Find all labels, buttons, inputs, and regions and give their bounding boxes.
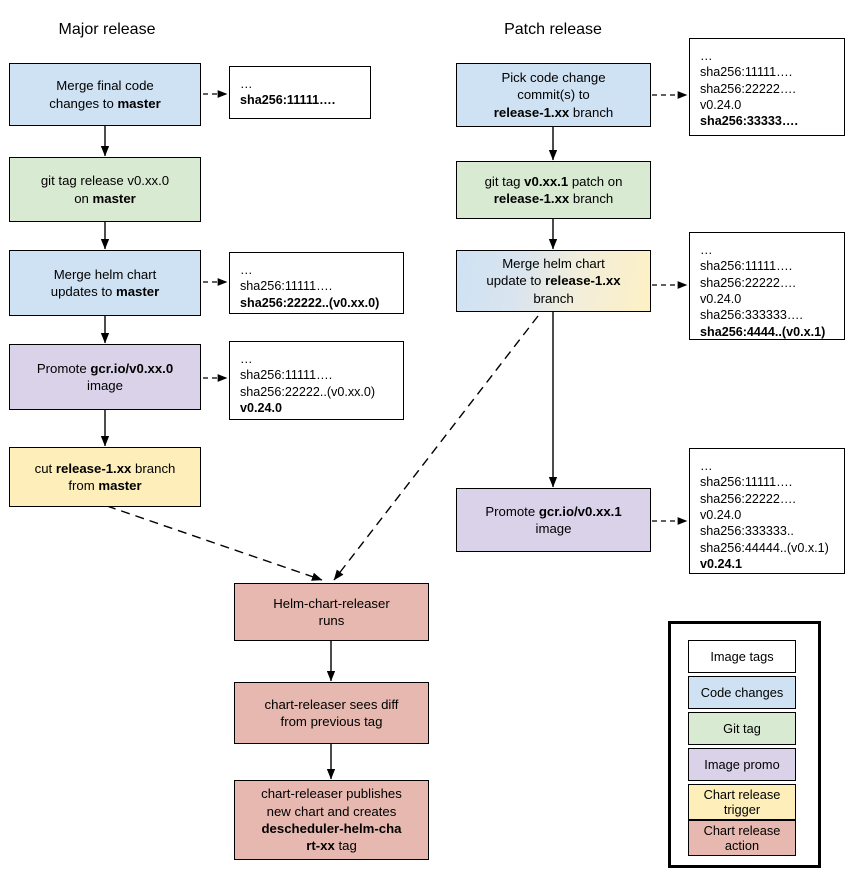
tag-line: sha256:11111…. — [700, 259, 793, 274]
legend-item-code-changes[interactable]: Code changes — [688, 676, 796, 709]
legend-item-label: Chart release trigger — [703, 786, 781, 817]
tag-line: … — [240, 352, 254, 366]
tag-line: sha256:11111…. — [240, 279, 333, 294]
tag-line: sha256:333333.. — [700, 524, 794, 539]
tag-line: v0.24.0 — [700, 292, 742, 307]
tag-line: sha256:22222…. — [700, 275, 796, 290]
tag-line: sha256:11111…. — [240, 368, 333, 383]
tag-line: sha256:22222…. — [700, 491, 796, 506]
tag-line: sha256:22222…. — [700, 81, 796, 96]
tag-line: v0.24.0 — [700, 98, 742, 113]
legend-item-git-tag[interactable]: Git tag — [688, 712, 796, 745]
legend-item-image-tags[interactable]: Image tags — [688, 640, 796, 673]
tagbox-after-helm-merge: … sha256:11111….sha256:22222..(v0.xx.0) — [229, 252, 404, 314]
tag-line: sha256:22222..(v0.xx.0) — [240, 384, 376, 399]
legend-item-label: Git tag — [723, 720, 761, 736]
tag-line: sha256:11111…. — [700, 475, 793, 490]
legend-item-chart-release-action[interactable]: Chart release action — [688, 820, 796, 856]
legend-item-label: Image tags — [710, 648, 774, 664]
tag-line: … — [700, 49, 714, 63]
tag-line: … — [700, 243, 714, 257]
tag-line: v0.24.1 — [700, 557, 743, 572]
tag-line: v0.24.0 — [240, 401, 283, 416]
tag-line: sha256:11111…. — [700, 65, 793, 80]
legend-item-chart-release-trigger[interactable]: Chart release trigger — [688, 784, 796, 820]
tag-line: sha256:22222..(v0.xx.0) — [240, 295, 380, 310]
tag-line: sha256:333333…. — [700, 308, 803, 323]
tagbox-after-merge-final: … sha256:11111…. — [229, 66, 371, 119]
legend-item-label: Image promo — [704, 756, 780, 772]
tag-line: sha256:33333…. — [700, 114, 799, 129]
legend-item-image-promo[interactable]: Image promo — [688, 748, 796, 781]
column-title-major: Major release — [58, 21, 156, 38]
tag-line: v0.24.0 — [700, 508, 742, 523]
tag-line: … — [700, 459, 714, 473]
column-title-patch: Patch release — [504, 21, 602, 38]
tag-line: … — [240, 263, 254, 277]
tag-line: … — [240, 77, 254, 91]
tagbox-after-promote: … sha256:11111….sha256:22222..(v0.xx.0) v0… — [229, 341, 404, 420]
edge-major-tag-links — [203, 90, 228, 382]
tag-line: sha256:11111…. — [240, 93, 336, 108]
legend-item-label: Code changes — [700, 684, 784, 700]
edge-patch-tag-links — [652, 91, 688, 525]
legend-item-label: Chart release action — [703, 822, 781, 853]
tag-line: sha256:44444..(v0.x.1) — [700, 540, 829, 555]
tag-line: sha256:4444..(v0.x.1) — [700, 324, 826, 339]
